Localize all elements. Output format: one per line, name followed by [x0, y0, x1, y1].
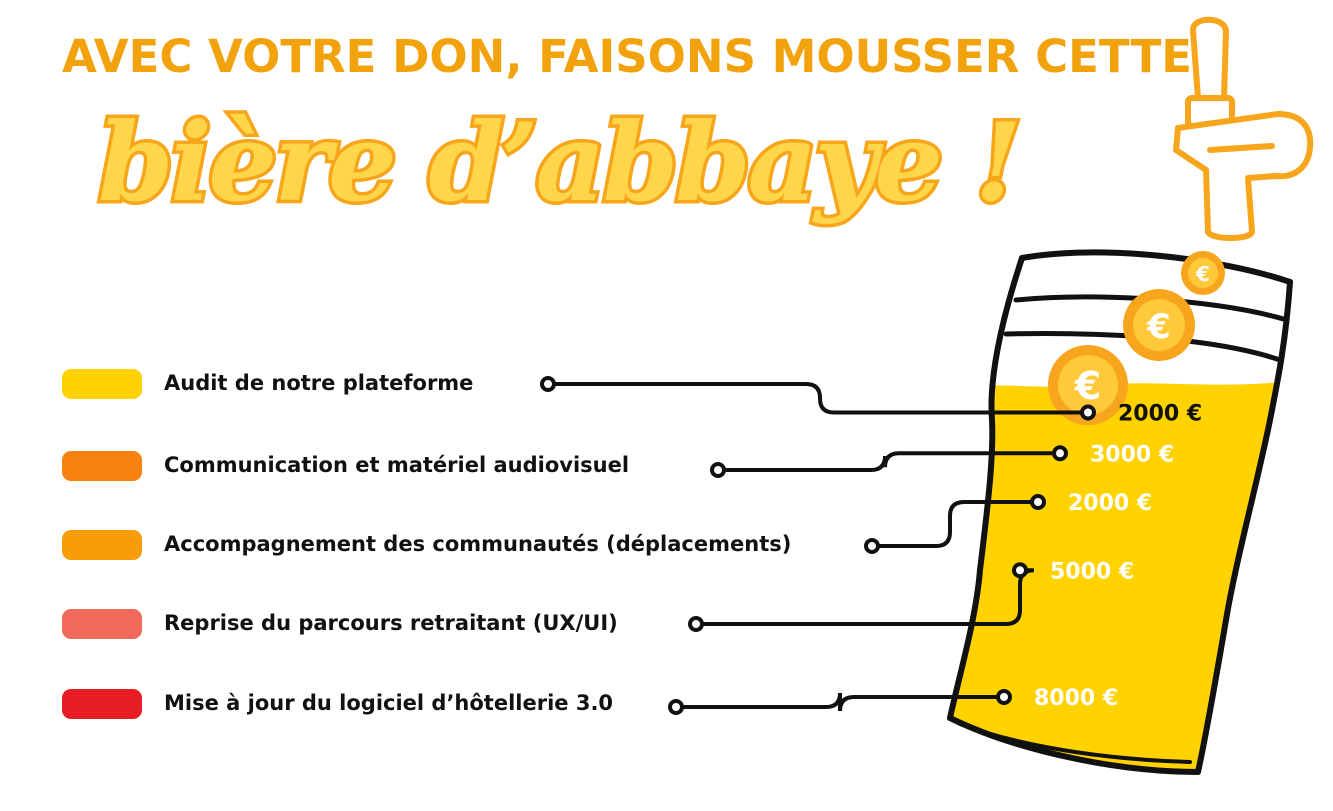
- legend-label: Reprise du parcours retraitant (UX/UI): [164, 611, 618, 635]
- legend-swatch: [62, 609, 142, 639]
- amount-label: 3000 €: [1090, 442, 1174, 467]
- connector-line: [548, 382, 1088, 415]
- amount-label: 5000 €: [1050, 559, 1134, 584]
- legend-swatch: [62, 689, 142, 719]
- euro-coin-icon: €: [1048, 345, 1128, 425]
- connector-dot: [1052, 445, 1068, 462]
- beer-tap-icon: [1173, 16, 1314, 241]
- amount-label: 2000 €: [1068, 491, 1152, 516]
- connector-dot: [540, 376, 556, 392]
- connector-dot: [710, 462, 726, 478]
- connector-line: [696, 568, 1035, 626]
- svg-text:€: €: [1146, 307, 1171, 347]
- svg-text:€: €: [1195, 262, 1210, 286]
- connector-dot: [1012, 562, 1028, 579]
- euro-coin-icon: €: [1123, 289, 1195, 361]
- connector-dot: [1030, 494, 1046, 510]
- connector-dot: [1080, 404, 1096, 421]
- euro-coin-icon: €: [1181, 251, 1225, 295]
- connector-dot: [864, 538, 880, 554]
- subheadline: bière d’abbaye !: [94, 97, 1025, 230]
- legend-swatch: [62, 369, 142, 399]
- legend-label: Mise à jour du logiciel d’hôtellerie 3.0: [164, 691, 614, 715]
- connector-line: [872, 500, 1038, 548]
- legend-label: Communication et matériel audiovisuel: [164, 453, 630, 477]
- connector-dot: [996, 689, 1012, 705]
- connector-dot: [668, 699, 684, 715]
- legend-swatch: [62, 451, 142, 481]
- legend-label: Audit de notre plateforme: [164, 371, 474, 395]
- connector-line: [676, 692, 1004, 712]
- legend-swatch: [62, 530, 142, 560]
- connector-dot: [688, 616, 704, 632]
- headline: AVEC VOTRE DON, FAISONS MOUSSER CETTE: [62, 30, 1193, 83]
- amount-label: 2000 €: [1118, 402, 1202, 427]
- svg-text:€: €: [1074, 364, 1101, 408]
- amount-label: 8000 €: [1034, 686, 1118, 711]
- connector-line: [718, 451, 1060, 472]
- legend-label: Accompagnement des communautés (déplacem…: [164, 532, 792, 556]
